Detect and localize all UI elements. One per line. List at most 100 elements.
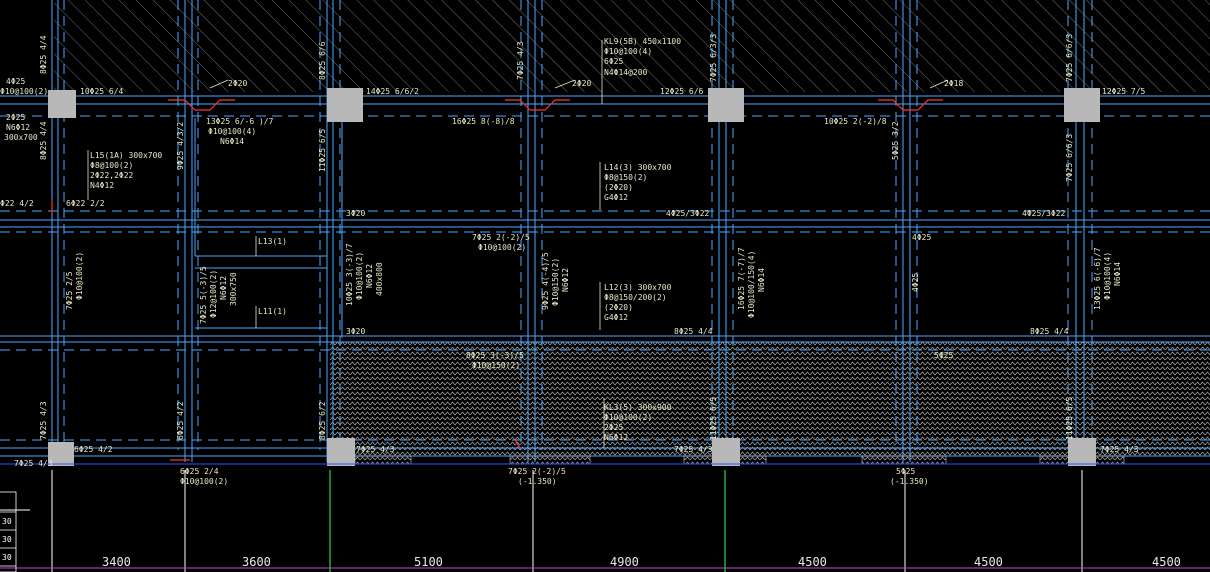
legend-box [0, 491, 17, 572]
vertical-label: 7Φ25 2/5 [65, 271, 74, 310]
dimension-label: 5100 [414, 555, 443, 569]
beam-label: 3Φ20 [346, 209, 365, 218]
dimension-label: 4500 [974, 555, 1003, 569]
rebar-bends [51, 99, 943, 461]
vertical-label: 11Φ25 6/5 [318, 128, 327, 172]
beam-label: 7Φ25 4/3 [1100, 445, 1139, 454]
slab-hatch-top [54, 0, 1210, 92]
beam-label: 2Φ18 [944, 79, 963, 88]
beam-label: 4Φ25 [912, 233, 931, 242]
beam-label: L15(1A) 300x700 [90, 151, 162, 160]
beam-label: 7Φ25 4/3 [14, 459, 53, 468]
beam-label: L11(1) [258, 307, 287, 316]
beam-label: 14Φ25 6/6/2 [366, 87, 419, 96]
vertical-label: Φ10@100(2) [355, 252, 364, 300]
legend-row-labels: 30 30 30 [2, 517, 12, 562]
beam-label: N6Φ14 [220, 137, 244, 146]
vertical-label: N6Φ14 [757, 268, 766, 292]
legend-row-3: 30 [2, 553, 12, 562]
beam-label: 7Φ25 4/3 [356, 445, 395, 454]
beam-label: Φ8@150/200(2) [604, 293, 667, 302]
vertical-label: 8Φ25 6/2 [318, 401, 327, 440]
dimension-label: 4900 [610, 555, 639, 569]
vertical-label: 8Φ25 4/4 [39, 35, 48, 74]
legend-row-2: 30 [2, 535, 12, 544]
beam-label: 8Φ25 3(-3)/5 [466, 351, 524, 360]
beam-label: KL3(5) 300x900 [604, 403, 672, 412]
dashed-rebar-lines [0, 0, 1210, 450]
vertical-label: 300x750 [229, 272, 238, 306]
beam-label: 12Φ25 6/6 [660, 87, 704, 96]
vertical-label: 7Φ25 6/6/3 [1065, 134, 1074, 182]
beam-label: 300x700 [4, 133, 38, 142]
beam-label: 4Φ25/3Φ22 [666, 209, 710, 218]
beam-label: 6Φ22 2/2 [66, 199, 105, 208]
beam-label: 2Φ25 [6, 113, 25, 122]
vertical-label: 4Φ25 [911, 273, 920, 292]
vertical-label: 7Φ25 4/3 [39, 401, 48, 440]
beam-label: Φ8@100(2) [90, 161, 133, 170]
beam-label: 2Φ25 [604, 423, 623, 432]
beam-label: 4Φ25/3Φ22 [1022, 209, 1066, 218]
beam-label: (2Φ20) [604, 303, 633, 312]
vertical-label: 7Φ25 4/3 [516, 41, 525, 80]
vertical-label: 11Φ25 6/5 [1065, 396, 1074, 440]
beam-label: (-1.350) [890, 477, 929, 486]
beam-label: N4Φ14@200 [604, 68, 648, 77]
beam-label: 10Φ25 6/4 [80, 87, 124, 96]
beam-label: Φ10@100(2) [180, 477, 228, 486]
beam-labels: 4Φ25 Φ10@100(2) 10Φ25 6/4 2Φ20 14Φ25 6/6… [0, 37, 1146, 486]
beam-label: 6Φ25 4/2 [74, 445, 113, 454]
vertical-label: Φ10@100(4) [1103, 252, 1112, 300]
vertical-label: Φ12@100(2) [209, 270, 218, 318]
vertical-label: 8Φ25 6/6 [318, 41, 327, 80]
beam-label: 3Φ20 [346, 327, 365, 336]
vertical-label: N6Φ12 [561, 268, 570, 292]
beam-label: (2Φ20) [604, 183, 633, 192]
beam-label: Φ10@100(2) [604, 413, 652, 422]
beam-label: 7Φ25 2(-2)/5 [472, 233, 530, 242]
leader-lines [87, 40, 949, 448]
vertical-label: 10Φ25 3(-3)/7 [345, 243, 354, 306]
beam-label: 10Φ25 2(-2)/8 [824, 117, 887, 126]
beam-label: KL9(5B) 450x1100 [604, 37, 681, 46]
beam-label: 6Φ25 2/4 [180, 467, 219, 476]
beam-lines [0, 0, 1210, 462]
vertical-label: 400x800 [375, 262, 384, 296]
dimension-labels: 3400 3600 5100 4900 4500 4500 4500 [102, 555, 1181, 569]
vertical-label: 5Φ25 3/2 [891, 121, 900, 160]
slab-hatch-bottom [330, 340, 1210, 456]
beam-label: 5Φ25 [896, 467, 915, 476]
vertical-label: N6Φ12 [365, 264, 374, 288]
beam-label: 8Φ25 4/4 [1030, 327, 1069, 336]
beam-label: Φ10@100(2) [478, 243, 526, 252]
dimension-label: 3400 [102, 555, 131, 569]
vertical-label: 16Φ25 7(-7)/7 [737, 247, 746, 310]
beam-label: 2Φ22,2Φ22 [90, 171, 134, 180]
legend-row-1: 30 [2, 517, 12, 526]
beam-label: 8Φ25 4/4 [674, 327, 713, 336]
vertical-label: 8Φ25 4/4 [39, 121, 48, 160]
beam-label: 12Φ25 7/5 [1102, 87, 1146, 96]
beam-label: 7Φ25 4/3 [674, 445, 713, 454]
beam-label: L14(3) 300x700 [604, 163, 672, 172]
beam-label: L13(1) [258, 237, 287, 246]
vertical-label: 13Φ25 6(-6)/7 [1093, 247, 1102, 310]
beam-label: 13Φ25 6/-6 )/7 [206, 117, 274, 126]
dimension-label: 4500 [1152, 555, 1181, 569]
vertical-label: N6Φ14 [1113, 262, 1122, 286]
beam-label: 16Φ25 8(-8)/8 [452, 117, 515, 126]
beam-label: Φ22 4/2 [0, 199, 34, 208]
beam-label: 5Φ25 [934, 351, 953, 360]
vertical-label: Φ10@150(2) [551, 258, 560, 306]
beam-label: L12(3) 300x700 [604, 283, 672, 292]
vertical-label: 7Φ25 5(-3)/5 [199, 266, 208, 324]
column-labels: 8Φ25 4/4 8Φ25 4/4 8Φ25 6/6 9Φ25 4/3/2 11… [39, 34, 1122, 440]
beam-label: N4Φ12 [90, 181, 114, 190]
vertical-label: N6Φ12 [219, 276, 228, 300]
vertical-label: 9Φ25 4/3/2 [176, 122, 185, 170]
vertical-label: Φ10@100/150(4) [747, 251, 756, 318]
beam-label: 4Φ25 [6, 77, 25, 86]
beam-label: 7Φ25 2(-2)/5 [508, 467, 566, 476]
